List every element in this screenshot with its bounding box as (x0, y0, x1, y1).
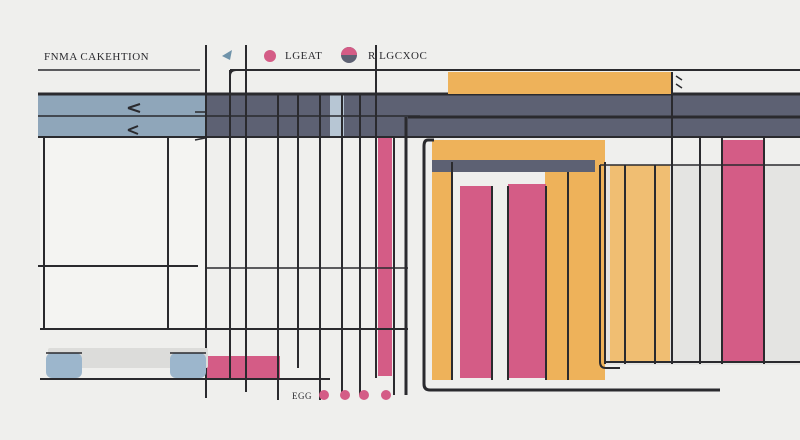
title-text: FNMA CAKEHTION (44, 51, 150, 63)
top-curve (229, 69, 237, 92)
bottom-dots (319, 390, 391, 400)
horizontal-rules (38, 115, 800, 380)
pink-bar-2 (508, 184, 546, 378)
tick-mark (675, 75, 683, 89)
pink-legend-half (341, 47, 357, 55)
pink-bar-1 (460, 186, 492, 378)
dot (381, 390, 391, 400)
pink-bar-thin (378, 138, 392, 376)
amber-frame (422, 138, 720, 392)
axis-mark-text: EGG (292, 391, 312, 401)
amber-header-block (448, 72, 673, 94)
arrow-left-icon (127, 103, 141, 113)
inner-frame (599, 165, 620, 369)
blue-block-left (46, 353, 82, 378)
amber-column-left (432, 140, 452, 380)
arrow-left-icon (127, 125, 139, 135)
amber-cap-slate (432, 160, 595, 172)
grey-slab (48, 348, 208, 368)
dot (319, 390, 329, 400)
arrow-tick (194, 111, 206, 141)
amber-column-right (610, 165, 670, 362)
pink-bar-3 (722, 140, 764, 362)
legend-label-b: R LGCXOC (368, 50, 428, 62)
blue-block-right (170, 353, 206, 378)
pink-block-bottom (205, 356, 280, 378)
legend-label-a: LGEAT (285, 50, 323, 62)
pink-legend-dot (264, 50, 276, 62)
amber-cap (432, 140, 605, 162)
left-panel (40, 138, 205, 328)
dot (359, 390, 369, 400)
arrow-up-icon (222, 50, 232, 60)
vertical-rules (43, 45, 765, 400)
amber-column-mid (545, 140, 605, 380)
dot (340, 390, 350, 400)
